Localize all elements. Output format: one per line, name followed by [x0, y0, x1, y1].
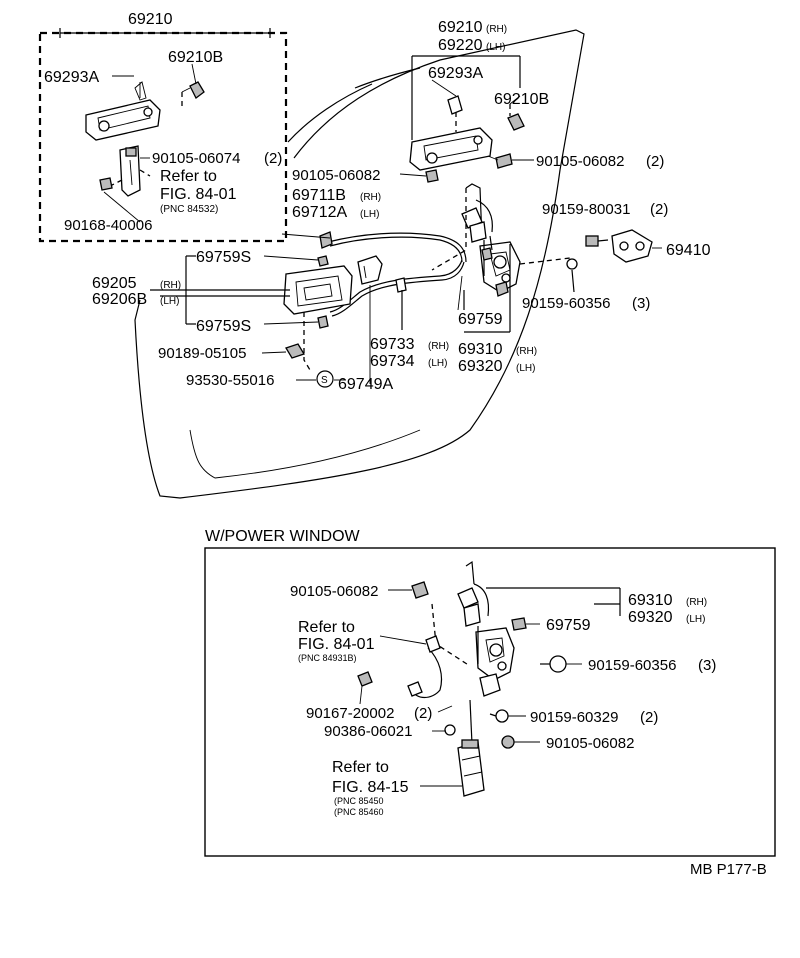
lock-motor — [420, 699, 485, 797]
label-lh: (LH) — [486, 42, 505, 53]
screw-90159-80031 — [585, 235, 609, 247]
power-window-title: W/POWER WINDOW — [205, 528, 361, 545]
clip-90189-05105 — [261, 343, 305, 359]
refer-fig-label: FIG. 84-15 — [332, 779, 409, 796]
refer-to-label: Refer to — [298, 619, 355, 636]
refer-to-label: Refer to — [160, 168, 217, 185]
refer-pnc-label: (PNC 84532) — [160, 204, 218, 215]
label-69210: 69210 — [128, 11, 173, 28]
label-69759-a: 69759 — [458, 311, 503, 328]
screw-90159-60356-a — [566, 258, 578, 293]
screw-90167-20002 — [357, 671, 373, 705]
inside-handle-69205 — [283, 255, 353, 371]
label-90105-06074: 90105-06074 — [152, 150, 240, 167]
label-rh: (RH) — [686, 597, 707, 608]
label-90105-06082-a: 90105-06082 — [536, 153, 624, 170]
label-rh: (RH) — [516, 346, 537, 357]
label-69205: 69205 — [92, 275, 137, 292]
label-69749a: 69749A — [338, 376, 393, 393]
label-qty: (3) — [632, 295, 650, 312]
power-window-box — [204, 547, 776, 857]
label-90159-60329: 90159-60329 — [530, 709, 618, 726]
label-69711b: 69711B — [292, 187, 346, 204]
figure-footer-code: MB P177-B — [690, 861, 767, 878]
label-69759s-a: 69759S — [196, 249, 251, 266]
outside-handle-b — [399, 95, 534, 183]
label-69206b: 69206B — [92, 291, 147, 308]
refer-to-label: Refer to — [332, 759, 389, 776]
label-69210b-b: 69210B — [494, 91, 549, 108]
striker-69410 — [611, 229, 662, 263]
screw-90386-06021 — [432, 724, 456, 736]
s-mark-circle — [316, 370, 334, 388]
label-90167-20002: 90167-20002 — [306, 705, 394, 722]
label-69320-b: 69320 — [628, 609, 673, 626]
s-mark-label: S — [321, 375, 328, 386]
refer-pnc-label: (PNC 84931B) — [298, 653, 357, 663]
outside-handle-part — [85, 81, 161, 141]
label-69293a-b: 69293A — [428, 65, 483, 82]
screw-90159-60356-b — [540, 655, 582, 673]
label-qty: (3) — [698, 657, 716, 674]
label-69712a: 69712A — [292, 204, 347, 221]
label-90105-06082-c: 90105-06082 — [290, 583, 378, 600]
label-lh: (LH) — [686, 614, 705, 625]
label-90159-60356-a: 90159-60356 — [522, 295, 610, 312]
label-qty: (2) — [650, 201, 668, 218]
label-qty: (2) — [414, 705, 432, 722]
label-90386-06021: 90386-06021 — [324, 723, 412, 740]
label-69220-lh: 69220 — [438, 37, 483, 54]
label-90159-60356-b: 90159-60356 — [588, 657, 676, 674]
refer-fig-label: FIG. 84-01 — [160, 186, 237, 203]
label-69734: 69734 — [370, 353, 415, 370]
label-lh: (LH) — [360, 209, 379, 220]
label-90168-40006: 90168-40006 — [64, 217, 152, 234]
label-lh: (LH) — [160, 296, 179, 307]
labels: 69210 69210B 69293A 90105-06074 (2) Refe… — [44, 11, 767, 878]
refer-pnc-label: (PNC 85460 — [334, 807, 384, 817]
label-90189-05105: 90189-05105 — [158, 345, 246, 362]
label-90105-06082-d: 90105-06082 — [546, 735, 634, 752]
label-69293a: 69293A — [44, 69, 99, 86]
label-69759s-b: 69759S — [196, 318, 251, 335]
refer-fig-label: FIG. 84-01 — [298, 636, 375, 653]
screw-90105-06082-d — [501, 735, 540, 749]
label-lh: (LH) — [516, 363, 535, 374]
label-rh: (RH) — [428, 341, 449, 352]
lock-assembly-b — [411, 560, 540, 697]
label-69410: 69410 — [666, 242, 711, 259]
label-qty: (2) — [646, 153, 664, 170]
rod-assembly-a — [99, 145, 151, 197]
label-90159-80031: 90159-80031 — [542, 201, 630, 218]
label-rh: (RH) — [160, 280, 181, 291]
door-panel-outline — [134, 29, 585, 499]
label-qty: (2) — [640, 709, 658, 726]
screw-90159-60329 — [489, 709, 526, 723]
cable-b — [379, 635, 443, 699]
label-lh: (LH) — [428, 358, 447, 369]
label-rh: (RH) — [360, 192, 381, 203]
label-qty: (2) — [264, 150, 282, 167]
label-69759-b: 69759 — [546, 617, 591, 634]
label-69320-a: 69320 — [458, 358, 503, 375]
label-rh: (RH) — [486, 24, 507, 35]
label-69210b: 69210B — [168, 49, 223, 66]
label-69210-rh: 69210 — [438, 19, 483, 36]
label-69310-a: 69310 — [458, 341, 503, 358]
protector-69749a — [357, 255, 383, 285]
refer-pnc-label: (PNC 85450 — [334, 796, 384, 806]
label-69733: 69733 — [370, 336, 415, 353]
clip-69210b-a — [181, 81, 205, 108]
label-69310-b: 69310 — [628, 592, 673, 609]
label-93530-55016: 93530-55016 — [186, 372, 274, 389]
rods-69711-69712 — [319, 231, 467, 263]
label-90105-06082-b: 90105-06082 — [292, 167, 380, 184]
